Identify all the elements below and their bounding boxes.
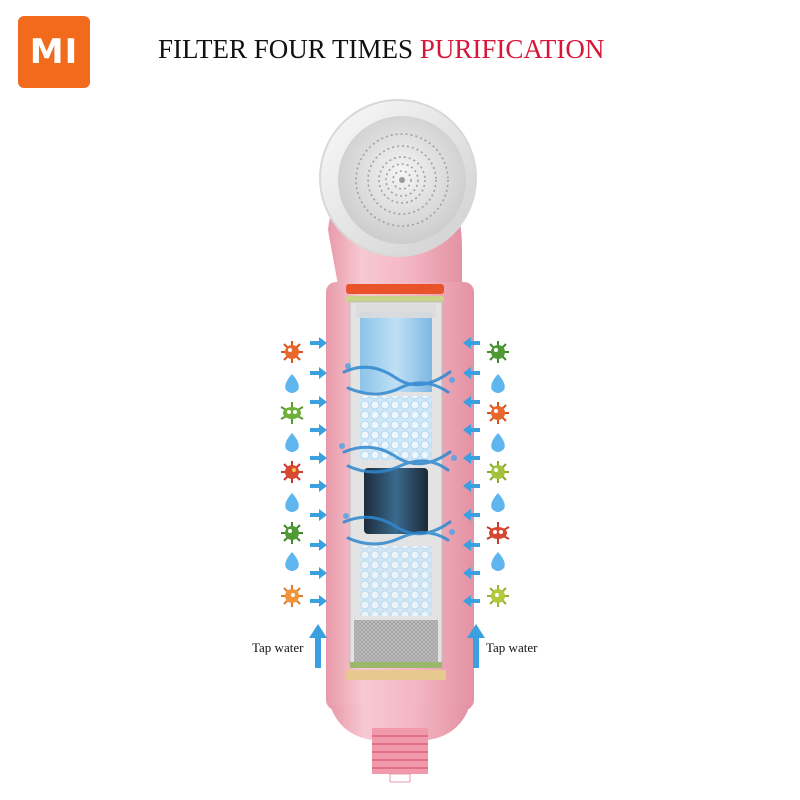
green-bacteria-icon: [280, 402, 304, 424]
green-bacteria-icon: [281, 522, 303, 544]
water-drop-icon: [491, 374, 505, 393]
up-arrow-right-icon: [467, 624, 485, 668]
water-drop-icon: [285, 552, 299, 571]
water-drop-icon: [285, 493, 299, 512]
water-drop-icon: [491, 433, 505, 452]
water-drop-icon: [491, 493, 505, 512]
bottom-taper: [330, 705, 470, 740]
red-bacteria-icon: [486, 522, 510, 544]
right-contaminant-icons: [486, 341, 510, 607]
layer-ceramic-beads: [360, 396, 432, 460]
tap-water-label-left: Tap water: [252, 640, 304, 655]
top-seal-ring: [346, 284, 444, 294]
water-drop-icon: [285, 374, 299, 393]
water-splash: [342, 365, 452, 546]
tap-water-label-right: Tap water: [486, 640, 538, 655]
yellow-green-bacteria-icon: [487, 585, 509, 607]
title-accent: PURIFICATION: [419, 34, 605, 64]
layer-blue-sponge: [360, 312, 432, 392]
red-bacteria-icon: [281, 461, 303, 483]
layer-kdf-beads: [360, 546, 432, 616]
left-contaminant-icons: [280, 341, 304, 607]
water-drop-icon: [285, 433, 299, 452]
orange-bacteria-icon: [281, 341, 303, 363]
up-arrow-left-icon: [309, 624, 327, 668]
nozzle-rings: [399, 177, 405, 183]
yellow-green-bacteria-icon: [487, 461, 509, 483]
layer-mesh: [354, 620, 438, 662]
orange-bacteria-icon: [281, 585, 303, 607]
water-drop-icon: [491, 552, 505, 571]
mi-logo: MI: [18, 16, 90, 88]
title-main: FILTER FOUR TIMES: [158, 34, 420, 64]
layer-activated-carbon: [364, 468, 428, 534]
page-title: FILTER FOUR TIMES PURIFICATION: [158, 34, 604, 65]
green-bacteria-icon: [487, 341, 509, 363]
mi-logo-text: MI: [29, 32, 79, 72]
orange-bacteria-icon: [487, 402, 509, 424]
inflow-arrows-left: [310, 337, 327, 607]
inflow-arrows-right: [463, 337, 480, 607]
